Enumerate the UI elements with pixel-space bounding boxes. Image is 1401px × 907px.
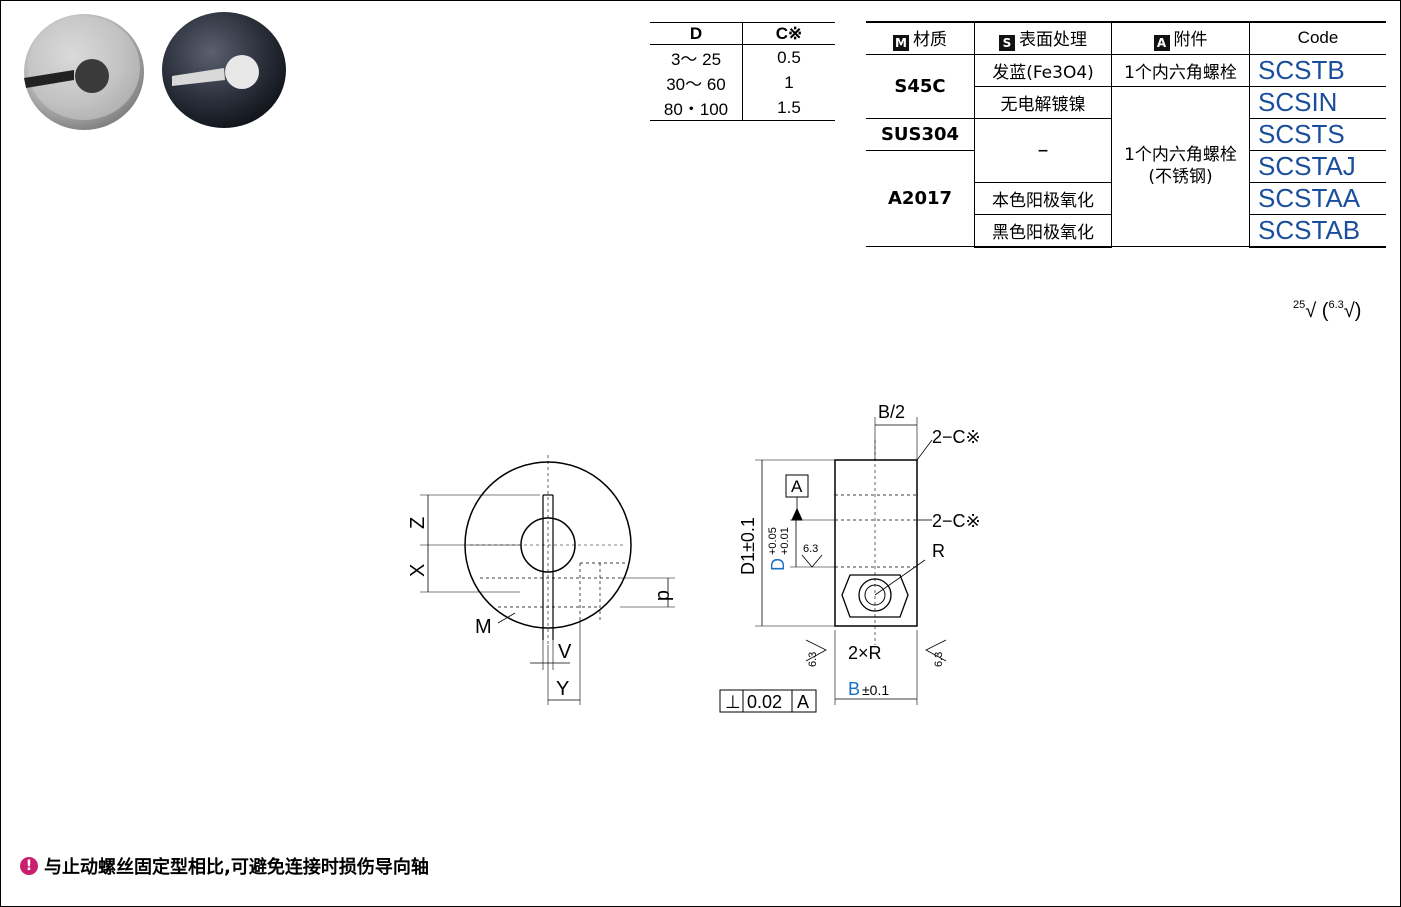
material-s45c: S45C xyxy=(866,53,975,119)
surface-cell: 本色阳极氧化 xyxy=(974,181,1112,215)
material-sus304: SUS304 xyxy=(866,117,975,151)
chamfer-table: D C※ 3～ 25 0.5 30～ 60 1 80・100 1.5 xyxy=(650,22,835,121)
side-view xyxy=(719,417,947,713)
code-cell: SCSTAA xyxy=(1249,181,1386,215)
chamfer-table-header: D C※ xyxy=(650,22,835,45)
dim-chamfer1-label: 2−C※ xyxy=(932,427,981,447)
dim-x-label: X xyxy=(407,564,429,577)
table-row: 30～ 60 1 xyxy=(650,70,835,95)
accessory-cell: 1个内六角螺栓 xyxy=(1111,53,1250,87)
header-material-label: 材质 xyxy=(913,30,947,51)
material-a2017: A2017 xyxy=(866,149,975,247)
code-cell: SCSTB xyxy=(1249,53,1386,87)
perpendicularity-symbol: ⊥ xyxy=(725,692,741,712)
header-code: Code xyxy=(1249,21,1386,55)
table-row: 本色阳极氧化 SCSTAA xyxy=(866,181,1386,215)
roughness-inner-value: 6.3 xyxy=(803,543,818,555)
code-cell: SCSIN xyxy=(1249,85,1386,119)
surface-cell: – xyxy=(974,117,1112,183)
chamfer-c-cell: 1 xyxy=(784,72,794,92)
dim-chamfer2-label: 2−C※ xyxy=(932,511,981,531)
surface-cell: 发蓝(Fe3O4) xyxy=(974,53,1112,87)
code-cell: SCSTS xyxy=(1249,117,1386,151)
chamfer-d-cell: 80・100 xyxy=(650,95,743,121)
chamfer-d-cell: 3～ 25 xyxy=(650,44,743,70)
accessory-cell: 1个内六角螺栓 (不锈钢) xyxy=(1111,85,1250,247)
dim-v-label: V xyxy=(558,641,572,663)
code-cell: SCSTAJ xyxy=(1249,149,1386,183)
dim-m-label: M xyxy=(475,616,492,638)
roughness-check-icon: √ xyxy=(1343,300,1355,322)
technical-drawing: Z X d M V Y xyxy=(407,402,981,713)
surface-cell: 无电解镀镍 xyxy=(974,85,1112,119)
surface-icon: S xyxy=(999,35,1015,52)
feature-note-text: 与止动螺丝固定型相比,可避免连接时损伤导向轴 xyxy=(44,857,429,878)
dim-d-label: d xyxy=(653,590,675,601)
roughness-main-value: 25 xyxy=(1293,299,1306,311)
chamfer-d-cell: 30～ 60 xyxy=(650,70,743,95)
roughness-secondary-value: 6.3 xyxy=(1328,299,1344,311)
dim-d-tol-plus: +0.05 xyxy=(767,527,779,555)
table-row: 黑色阳极氧化 SCSTAB xyxy=(866,213,1386,248)
roughness-right-value: 6.3 xyxy=(933,652,945,667)
feature-note: ! 与止动螺丝固定型相比,可避免连接时损伤导向轴 xyxy=(20,853,429,879)
table-row: A2017 SCSTAJ xyxy=(866,149,1386,247)
chamfer-header-c: C※ xyxy=(775,23,803,43)
header-surface-label: 表面处理 xyxy=(1019,30,1087,51)
perpendicularity-datum: A xyxy=(797,692,809,712)
perpendicularity-value: 0.02 xyxy=(747,692,782,712)
surface-roughness: 25√ (6.3√) xyxy=(1293,299,1362,322)
material-icon: M xyxy=(893,35,909,52)
table-row: S45C 发蓝(Fe3O4) 1个内六角螺栓 SCSTB xyxy=(866,53,1386,119)
dim-2r-label: 2×R xyxy=(848,643,882,663)
roughness-check-icon: √ xyxy=(1305,300,1317,322)
table-row: SUS304 – SCSTS xyxy=(866,117,1386,183)
dim-r-label: R xyxy=(932,541,945,561)
front-view xyxy=(420,455,675,705)
chamfer-header-d: D xyxy=(650,22,743,45)
alert-icon: ! xyxy=(20,857,38,875)
dim-d1-label: D1±0.1 xyxy=(738,517,758,575)
surface-cell: 黑色阳极氧化 xyxy=(974,213,1112,248)
code-cell: SCSTAB xyxy=(1249,213,1386,248)
roughness-left-value: 6.3 xyxy=(807,652,819,667)
table-row: 3～ 25 0.5 xyxy=(650,44,835,70)
header-accessory-label: 附件 xyxy=(1173,30,1208,51)
dim-b-tol: ±0.1 xyxy=(862,682,889,698)
dim-y-label: Y xyxy=(556,678,569,700)
chamfer-c-cell: 0.5 xyxy=(777,47,801,67)
dim-z-label: Z xyxy=(407,517,429,529)
chamfer-c-cell: 1.5 xyxy=(777,97,801,117)
datum-a-label: A xyxy=(791,477,803,496)
product-photo xyxy=(24,12,286,130)
dim-b-label: B xyxy=(848,679,860,699)
dim-d-tol-label: D xyxy=(768,558,788,571)
accessory-icon: A xyxy=(1153,35,1170,52)
dim-half-b-label: B/2 xyxy=(878,402,905,422)
table-row: 80・100 1.5 xyxy=(650,95,835,121)
dim-d-tol-minus: +0.01 xyxy=(779,527,791,555)
